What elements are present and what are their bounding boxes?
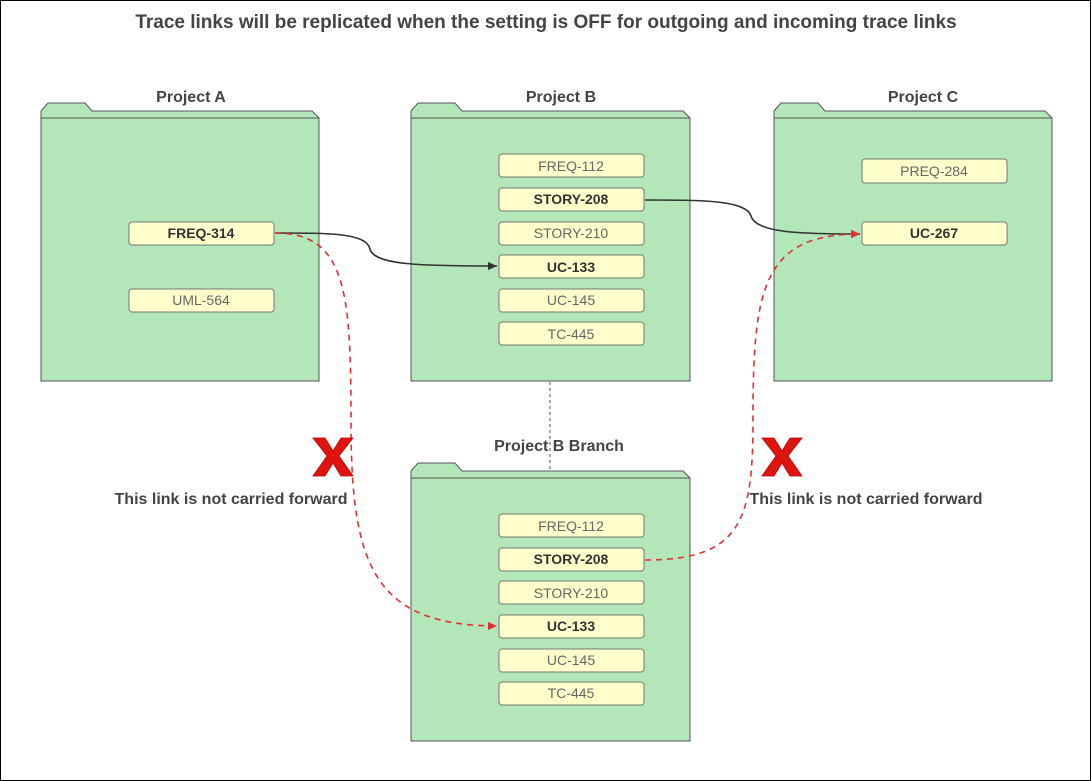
item-uc-145[interactable]: UC-145 <box>498 648 645 673</box>
blocked-link-branch-story208-to-uc267 <box>644 230 861 561</box>
x-mark-icon <box>761 437 803 477</box>
blocked-link-freq314-to-branch-uc133 <box>274 232 498 630</box>
item-story-210[interactable]: STORY-210 <box>498 580 645 605</box>
item-label: FREQ-314 <box>168 225 235 241</box>
note-right: This link is not carried forward <box>750 491 983 508</box>
item-story-210[interactable]: STORY-210 <box>498 221 645 246</box>
item-label: UC-267 <box>910 225 958 241</box>
item-story-208[interactable]: STORY-208 <box>498 547 645 572</box>
item-label: UC-145 <box>547 292 595 308</box>
item-uc-145[interactable]: UC-145 <box>498 288 645 313</box>
item-label: FREQ-112 <box>538 158 604 174</box>
note-left: This link is not carried forward <box>115 491 348 508</box>
item-tc-445[interactable]: TC-445 <box>498 321 645 346</box>
item-label: STORY-208 <box>534 551 609 567</box>
project-a-label: Project A <box>156 89 226 106</box>
item-story-208[interactable]: STORY-208 <box>498 187 645 212</box>
item-label: STORY-208 <box>534 191 609 207</box>
project-b-folder: Project B FREQ-112 STORY-208 STORY-210 U… <box>410 89 691 382</box>
project-c-label: Project C <box>888 89 959 106</box>
trace-link-freq314-to-uc133 <box>274 232 498 270</box>
item-uc-267[interactable]: UC-267 <box>861 221 1008 246</box>
project-a-folder: Project A FREQ-314 UML-564 <box>40 89 320 382</box>
diagram-title: Trace links will be replicated when the … <box>135 12 956 33</box>
x-mark-icon <box>312 437 354 477</box>
trace-link-story208-to-uc267 <box>644 199 861 238</box>
project-b-branch-label: Project B Branch <box>494 438 624 455</box>
item-label: TC-445 <box>548 326 595 342</box>
item-label: UC-133 <box>547 618 595 634</box>
item-label: TC-445 <box>548 685 595 701</box>
item-preq-284[interactable]: PREQ-284 <box>861 158 1008 184</box>
item-uc-133[interactable]: UC-133 <box>498 254 645 279</box>
item-freq-314[interactable]: FREQ-314 <box>128 221 275 246</box>
item-label: FREQ-112 <box>538 518 604 534</box>
item-label: STORY-210 <box>534 585 609 601</box>
item-uml-564[interactable]: UML-564 <box>128 288 275 313</box>
project-c-folder: Project C PREQ-284 UC-267 <box>773 89 1053 382</box>
project-b-branch-folder: Project B Branch FREQ-112 STORY-208 STOR… <box>410 438 691 742</box>
project-b-label: Project B <box>526 89 596 106</box>
item-label: UML-564 <box>172 292 230 308</box>
item-label: PREQ-284 <box>900 163 968 179</box>
item-tc-445[interactable]: TC-445 <box>498 681 645 706</box>
item-freq-112[interactable]: FREQ-112 <box>498 153 645 178</box>
item-label: STORY-210 <box>534 225 609 241</box>
item-freq-112[interactable]: FREQ-112 <box>498 513 645 538</box>
item-label: UC-145 <box>547 652 595 668</box>
item-uc-133[interactable]: UC-133 <box>498 614 645 639</box>
item-label: UC-133 <box>547 259 595 275</box>
